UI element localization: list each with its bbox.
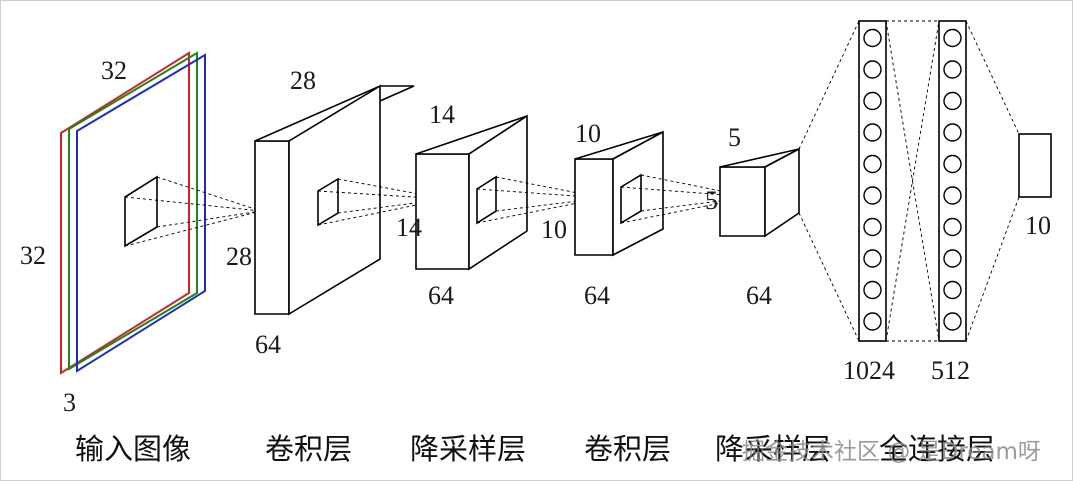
fc2-neuron: [943, 280, 962, 300]
pool2-height-label: 5: [705, 186, 718, 215]
input-channel-green: [68, 51, 198, 371]
watermark: 掘金技术社区 @ 是Dream呀: [742, 439, 1041, 465]
caption-pool-layer-2: 降采样层: [715, 432, 831, 466]
fc1-neuron: [863, 312, 882, 331]
caption-pool-layer-1: 降采样层: [410, 432, 526, 466]
fc2-neuron: [943, 217, 962, 237]
pool1-volume: [415, 114, 528, 271]
pool1-width-label: 14: [429, 100, 455, 129]
conv1-width-label: 28: [290, 66, 316, 95]
fc1-neuron: [863, 91, 882, 111]
conv2-width-label: 10: [575, 119, 601, 148]
fc1-neuron: [863, 280, 882, 300]
conv2-depth-label: 64: [584, 281, 610, 310]
fc2-neuron: [943, 249, 962, 268]
fc1-neuron: [863, 186, 882, 205]
connections-fc1-to-fc2: [885, 20, 940, 342]
fc2-neuron: [943, 154, 962, 174]
conv2-volume: [574, 130, 664, 257]
conv1-volume: [254, 84, 415, 316]
conv1-depth-label: 64: [255, 330, 281, 359]
fc1-neuron: [863, 249, 882, 268]
fc1-neuron: [863, 60, 882, 79]
output-size-label: 10: [1025, 211, 1051, 240]
fc1-size-label: 1024: [843, 356, 895, 385]
fc2-neuron: [943, 312, 962, 331]
pool2-volume: [719, 147, 800, 238]
pool2-depth-label: 64: [746, 281, 772, 310]
projection-input-to-conv1: [124, 176, 262, 247]
caption-input-image: 输入图像: [75, 432, 191, 466]
caption-conv-layer-2: 卷积层: [584, 432, 671, 466]
input-image: [60, 51, 206, 375]
fc2-size-label: 512: [931, 356, 970, 385]
pool1-height-label: 14: [396, 213, 422, 242]
fc1-neuron: [863, 28, 882, 48]
input-receptive-field: [124, 175, 158, 248]
input-channel-red: [60, 51, 190, 375]
projection-pool2-to-fc1: [798, 20, 860, 342]
input-width-label: 32: [101, 56, 127, 85]
pool1-depth-label: 64: [428, 281, 454, 310]
conv1-height-label: 28: [226, 242, 252, 271]
fc1-neurons: [863, 28, 882, 331]
input-height-label: 32: [20, 241, 46, 270]
fc2-neurons: [943, 28, 962, 331]
fc2-neuron: [943, 60, 962, 79]
fc2-neuron: [943, 186, 962, 205]
fc1-layer: [858, 20, 887, 342]
output-layer: [1018, 133, 1052, 198]
fc2-neuron: [943, 91, 962, 111]
connections-fc2-to-output: [965, 20, 1020, 342]
fc1-neuron: [863, 154, 882, 174]
fc1-neuron: [863, 123, 882, 142]
pool2-width-label: 5: [728, 123, 741, 152]
conv2-height-label: 10: [541, 215, 567, 244]
fc2-neuron: [943, 123, 962, 142]
input-channel-blue: [76, 53, 206, 373]
fc1-neuron: [863, 217, 882, 237]
input-depth-label: 3: [63, 388, 76, 417]
fc2-neuron: [943, 28, 962, 48]
fc2-layer: [938, 20, 967, 342]
caption-fc-layer: 全连接层: [879, 432, 995, 466]
caption-conv-layer-1: 卷积层: [265, 432, 352, 466]
